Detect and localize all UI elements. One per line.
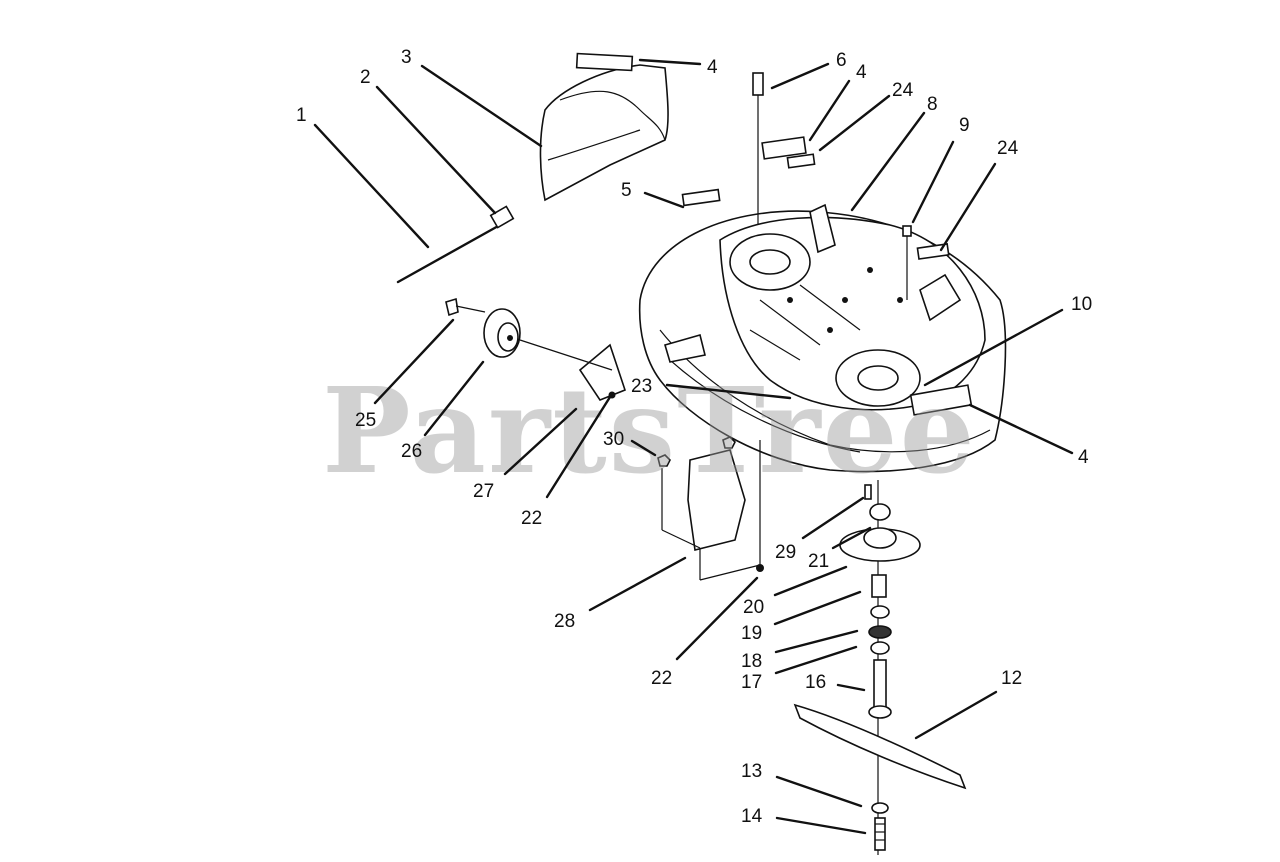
decal-24-top — [786, 153, 816, 169]
callout-12: 12 — [1001, 668, 1022, 689]
callout-27: 27 — [473, 481, 494, 502]
callout-26: 26 — [401, 441, 422, 462]
decal-4-top — [761, 136, 807, 160]
callout-14: 14 — [741, 806, 763, 827]
discharge-chute — [539, 52, 669, 202]
wheel-bracket-27 — [519, 339, 626, 401]
bolt-14 — [874, 817, 886, 851]
decal-4-right — [909, 384, 973, 416]
callout-19: 19 — [741, 623, 762, 644]
leader-lines — [313, 58, 1074, 835]
nut-30b — [722, 436, 736, 449]
chute-rod — [396, 205, 515, 284]
callout-22-wheel: 22 — [521, 508, 542, 529]
callout-10: 10 — [1071, 294, 1092, 315]
baffle-28 — [661, 449, 761, 581]
callout-21: 21 — [808, 551, 829, 572]
mower-deck-housing — [638, 203, 1007, 473]
pivot-pin-6 — [752, 72, 764, 225]
callout-23: 23 — [631, 376, 652, 397]
callout-6: 6 — [836, 50, 847, 71]
callout-13: 13 — [741, 761, 762, 782]
callout-labels: 1 2 3 4 5 6 4 24 8 9 24 10 23 4 25 26 27… — [296, 47, 1092, 827]
callout-4-chute: 4 — [707, 57, 718, 78]
callout-4-right: 4 — [1078, 447, 1089, 468]
callout-25: 25 — [355, 410, 376, 431]
callout-1: 1 — [296, 105, 307, 126]
callout-22-lower: 22 — [651, 668, 672, 689]
decal-5 — [681, 188, 721, 207]
washer-13 — [871, 802, 889, 814]
nut-22-lower — [756, 564, 764, 572]
callout-3: 3 — [401, 47, 412, 68]
anti-scalp-wheel-26 — [483, 308, 521, 358]
callout-24-right: 24 — [997, 138, 1019, 159]
callout-29: 29 — [775, 542, 796, 563]
spindle-assembly — [839, 480, 921, 855]
watermark-text: PartsTree — [322, 361, 977, 500]
callout-4-top: 4 — [856, 62, 867, 83]
decal-24-right — [916, 243, 950, 260]
callout-30: 30 — [603, 429, 624, 450]
blade-12 — [793, 703, 967, 790]
callout-2: 2 — [360, 67, 371, 88]
callout-17: 17 — [741, 672, 762, 693]
nut-30 — [657, 454, 671, 467]
callout-20: 20 — [743, 597, 764, 618]
callout-9: 9 — [959, 115, 970, 136]
bolt-9 — [902, 225, 912, 300]
callout-8: 8 — [927, 94, 938, 115]
callout-28: 28 — [554, 611, 575, 632]
callout-24-top: 24 — [892, 80, 914, 101]
callout-16: 16 — [805, 672, 826, 693]
wheel-bolt-25 — [445, 297, 486, 317]
callout-5: 5 — [621, 180, 632, 201]
callout-18: 18 — [741, 651, 762, 672]
